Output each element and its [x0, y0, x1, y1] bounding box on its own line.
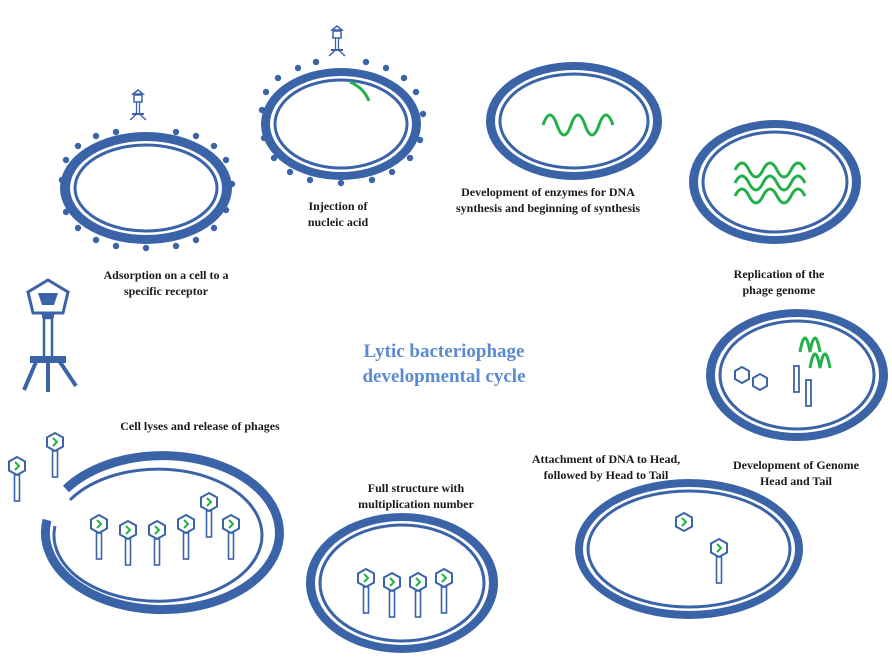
phage-injecting-icon: [328, 25, 346, 57]
genome-copies: [798, 336, 832, 369]
dna-strand: [541, 113, 615, 137]
head-with-dna-icon: [675, 512, 693, 532]
title-line-2: developmental cycle: [362, 366, 526, 387]
empty-heads: [734, 365, 768, 392]
receptor-dots: [58, 128, 236, 252]
cell-adsorption: [58, 89, 236, 252]
phage-adsorbed-icon: [129, 89, 147, 121]
cell-attachment: [575, 479, 803, 619]
cell-injection: [258, 25, 427, 187]
cell-lysis: [8, 432, 284, 615]
free-phage-icon: [22, 278, 78, 392]
title-line-1: Lytic bacteriophage: [363, 341, 525, 362]
label-attachment: Attachment of DNA to Head,followed by He…: [531, 452, 681, 482]
tails: [793, 365, 812, 407]
cell-replication: [689, 120, 861, 244]
cell-full-structure: [306, 513, 498, 653]
released-phages: [8, 432, 64, 502]
receptor-dots: [258, 58, 427, 187]
cell-genome-head-tail: [706, 309, 888, 441]
injected-dna: [349, 80, 371, 102]
phage-progeny-inside: [90, 492, 240, 566]
label-lysis: Cell lyses and release of phages: [120, 419, 280, 433]
cell-enzymes: [486, 62, 662, 180]
replicated-dna: [733, 161, 807, 205]
diagram-title: Lytic bacteriophage developmental cycle: [316, 339, 572, 389]
